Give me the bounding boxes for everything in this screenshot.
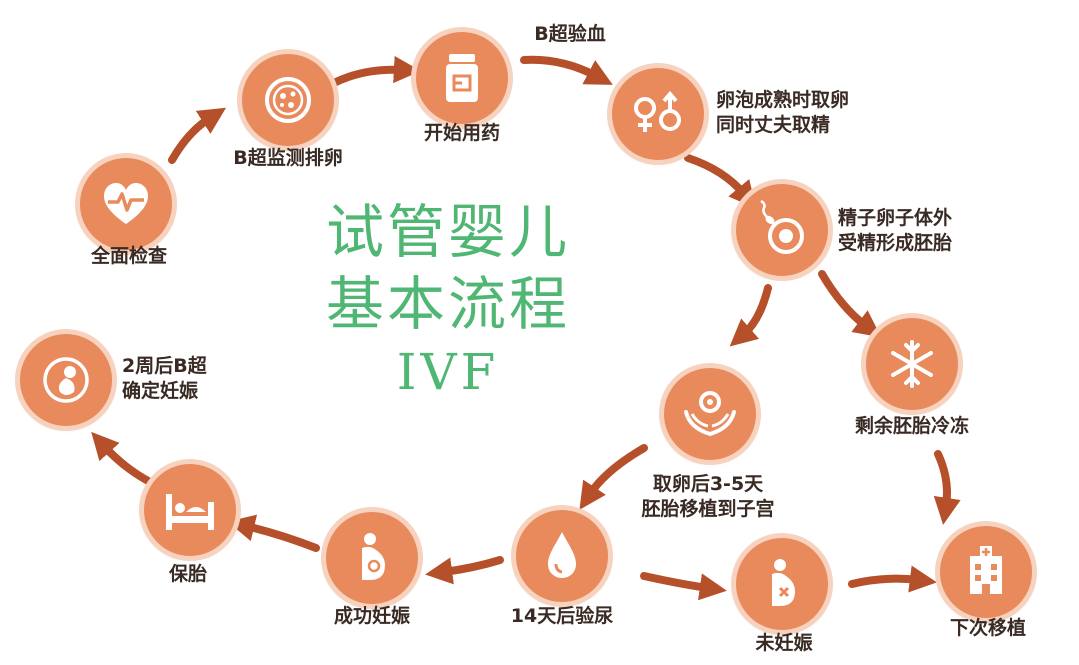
step-ovulation-label: B超监测排卵	[233, 147, 343, 169]
arrow-preserve-confirm	[91, 431, 154, 486]
step-nexttransfer-node	[940, 526, 1032, 618]
pregnant-woman-icon	[362, 533, 385, 580]
snowflake-icon	[891, 340, 933, 388]
step-urinetest-label: 14天后验尿	[510, 605, 614, 627]
droplet-icon	[548, 532, 576, 578]
hands-embryo-icon	[684, 391, 736, 437]
step-confirm-line-2: 确定妊娠	[122, 380, 199, 402]
step-notpregnant-label: 未妊娠	[755, 632, 813, 654]
arrow-ovulation-medication	[332, 55, 422, 86]
step-transfer-line-2: 胚胎移植到子宫	[641, 498, 775, 520]
step-ovulation-node	[242, 54, 334, 146]
arrow-urinetest-notpregnant	[640, 572, 727, 601]
arrow-notpregnant-nexttransfer	[848, 565, 937, 593]
arrow-retrieval-fertilization	[684, 154, 757, 209]
petri-dish-icon	[265, 77, 311, 123]
hospital-icon	[970, 546, 1002, 594]
step-confirm-line-1: 2周后B超	[122, 355, 207, 377]
step-checkup-node	[80, 158, 172, 250]
step-confirm-node	[20, 334, 112, 426]
step-success-node	[326, 512, 418, 604]
fetus-icon	[43, 357, 89, 403]
arrow-success-preserve	[227, 514, 320, 552]
step-transfer-line-1: 取卵后3-5天	[652, 473, 764, 495]
pregnant-woman-x-icon	[772, 559, 795, 606]
heart-pulse-icon	[104, 183, 148, 224]
step-freeze-label: 剩余胚胎冷冻	[854, 415, 970, 437]
step-preserve-node	[144, 464, 236, 556]
arrow-transfer-urinetest	[579, 444, 648, 510]
step-fertilization-line-1: 精子卵子体外	[838, 207, 953, 229]
step-confirm-label: 2周后B超 确定妊娠	[122, 354, 207, 404]
step-medication-label: 开始用药	[423, 122, 501, 144]
step-retrieval-line-2: 同时丈夫取精	[716, 114, 831, 136]
step-retrieval-line-1: 卵泡成熟时取卵	[716, 89, 850, 111]
step-success-label: 成功妊娠	[333, 605, 411, 627]
step-fertilization-label: 精子卵子体外 受精形成胚胎	[838, 206, 952, 256]
step-preserve-label: 保胎	[168, 563, 208, 585]
bed-icon	[166, 494, 214, 530]
title-line-3: IVF	[396, 343, 500, 401]
medicine-bottle-icon	[446, 54, 478, 102]
step-notpregnant-node	[736, 538, 828, 630]
arrow-medication-retrieval	[520, 55, 613, 85]
step-freeze-node	[866, 318, 958, 410]
step-fertilization-line-2: 受精形成胚胎	[838, 232, 953, 254]
step-transfer-node	[664, 368, 756, 460]
arrow-fertilization-transfer	[729, 284, 772, 347]
step-retrieval-node	[612, 68, 704, 160]
step-transfer-label: 取卵后3-5天 胚胎移植到子宫	[641, 472, 774, 522]
step-checkup-label: 全面检查	[90, 245, 168, 267]
arrow-freeze-nexttransfer	[933, 450, 961, 525]
step-nexttransfer-label: 下次移植	[949, 617, 1027, 639]
sperm-egg-icon	[760, 199, 804, 254]
step-medication-node	[416, 32, 508, 124]
gender-symbols-icon	[634, 90, 681, 132]
arrow-urinetest-success	[425, 556, 504, 585]
step-bloodtest-label: B超验血	[534, 23, 606, 45]
title-line-2: 基本流程	[325, 270, 571, 338]
step-retrieval-label: 卵泡成熟时取卵 同时丈夫取精	[716, 88, 849, 138]
arrow-checkup-ovulation	[168, 107, 227, 164]
step-fertilization-node	[736, 184, 828, 276]
arrow-fertilization-freeze	[818, 270, 882, 338]
diagram-title: 试管婴儿 基本流程 IVF	[326, 196, 570, 404]
step-urinetest-node	[516, 510, 608, 602]
title-line-1: 试管婴儿	[325, 198, 571, 266]
